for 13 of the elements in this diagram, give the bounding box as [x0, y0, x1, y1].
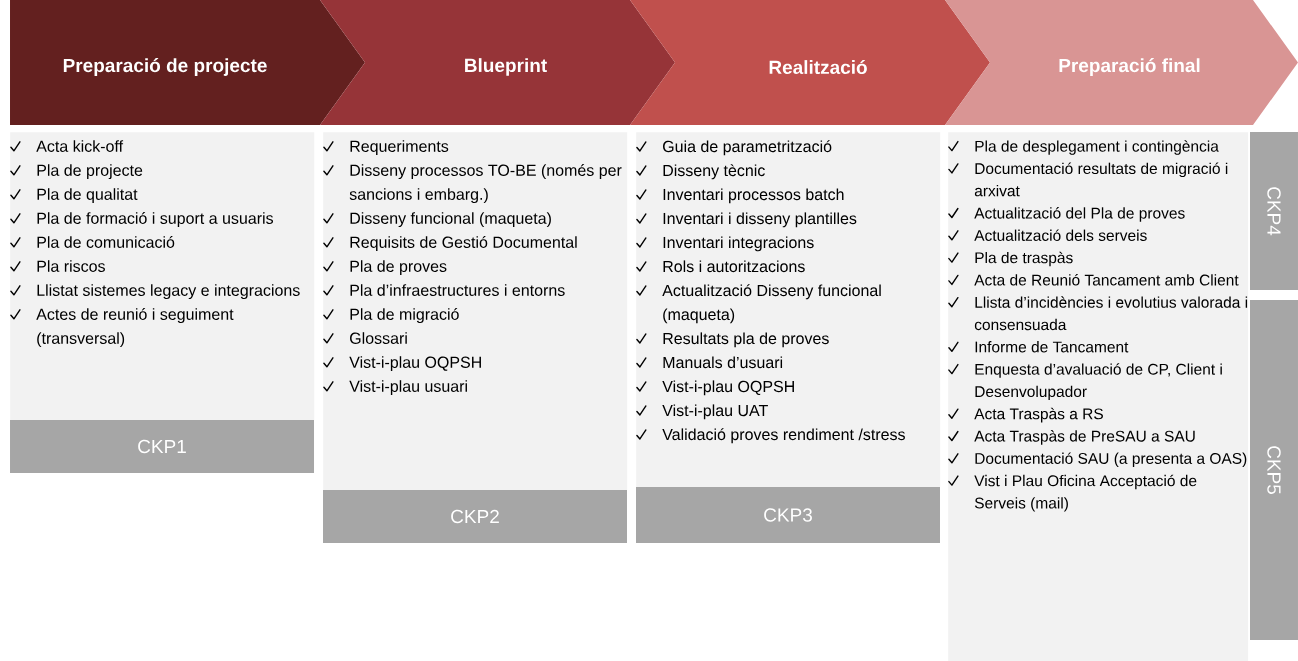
checkpoint-bar: CKP4	[1250, 132, 1298, 290]
checkpoint-bar: CKP2	[323, 490, 627, 543]
checkpoint-bar: CKP3	[636, 487, 940, 543]
checklist-box: Guia de parametrització Disseny tècnic Inventari processos batch Inventari i disseny plantilles Inventari integracions Rols i autoritzacions Actualització Disseny funcional (maqueta) Resultats pla de proves Manuals d’usuari Vist-i-plau OQPSH Vist-i-plau UAT Validació proves rendiment /stress	[636, 132, 941, 488]
checklist-box: Acta kick-off Pla de projecte Pla de qualitat Pla de formació i suport a usuaris Pla de comunicació Pla riscos Llistat sistemes legacy e integracions Actes de reunió i seguiment (transversal)	[10, 132, 315, 421]
checklist-box: Pla de desplegament i contingència Documentació resultats de migració i arxivat Actualització del Pla de proves Actualització dels serveis Pla de traspàs Acta de Reunió Tancament amb Client Llista d’incidències i evolutius valorada i consensuada Informe de Tancament Enquesta d’avaluació de CP, Client i Desenvolupador Acta Traspàs a RS Acta Traspàs de PreSAU a SAU Documentació SAU (a presenta a OAS) Vist i Plau Oficina Acceptació de Serveis (mail)	[948, 132, 1249, 661]
phase-band: Preparació de projecte	[10, 0, 365, 125]
phase-band: Realització	[630, 0, 990, 125]
checkpoint-bar: CKP1	[10, 420, 314, 473]
checklist-box: Requeriments Disseny processos TO-BE (només per sancions i embarg.) Disseny funcional (maqueta) Requisits de Gestió Documental Pla de proves Pla d’infraestructures i entorns Pla de migració Glossari Vist-i-plau OQPSH Vist-i-plau usuari	[323, 132, 628, 491]
phase-band: Blueprint	[320, 0, 675, 125]
phase-band: Preparació final	[945, 0, 1298, 125]
checkpoint-bar: CKP5	[1250, 300, 1298, 640]
